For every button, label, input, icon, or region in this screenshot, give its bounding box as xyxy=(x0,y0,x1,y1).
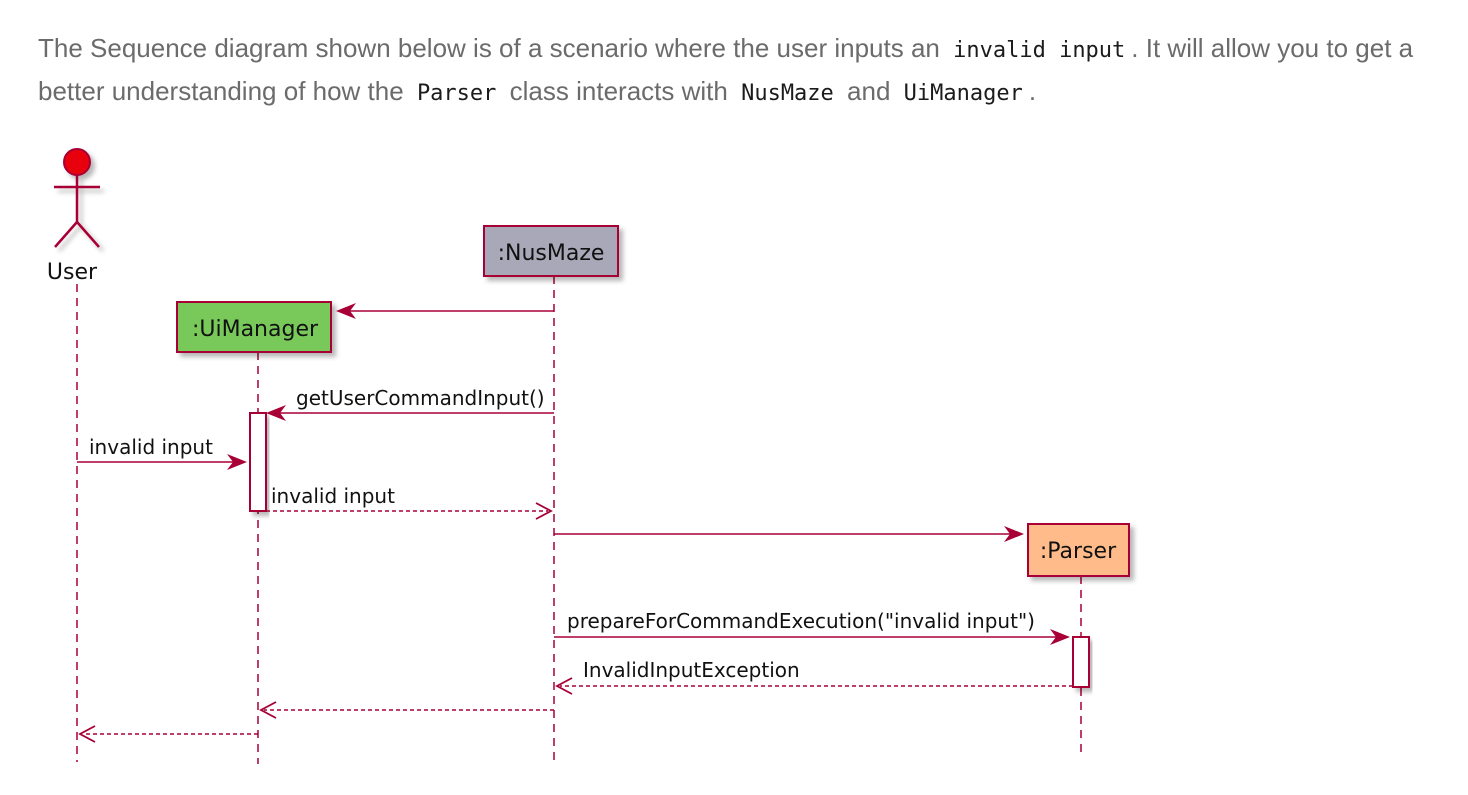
return-to-user-arrow xyxy=(78,725,258,743)
create-parser-arrow xyxy=(554,526,1024,542)
code-parser: Parser xyxy=(416,81,497,106)
prepare-for-command-execution-arrow xyxy=(554,629,1070,645)
code-nusmaze: NusMaze xyxy=(741,81,834,106)
get-user-command-input-label: getUserCommandInput() xyxy=(296,386,545,410)
return-invalid-input-arrow xyxy=(266,502,553,520)
parser-participant-label: :Parser xyxy=(1040,539,1117,564)
intro-text-3: class interacts with xyxy=(509,76,728,106)
intro-text-2: . It will allow you to get a better unde… xyxy=(38,33,1414,106)
nusmaze-participant-label: :NusMaze xyxy=(498,241,605,266)
nusmaze-participant-box xyxy=(483,225,619,277)
uimanager-participant-box xyxy=(176,301,332,353)
code-invalid-input: invalid input xyxy=(953,38,1126,63)
get-user-command-input-arrow xyxy=(266,405,554,421)
return-to-uimanager-arrow xyxy=(259,701,554,719)
code-uimanager: UiManager xyxy=(903,81,1023,106)
create-uimanager-arrow xyxy=(336,303,554,319)
intro-text-1: The Sequence diagram shown below is of a… xyxy=(38,33,940,63)
invalid-input-exception-arrow xyxy=(555,677,1073,695)
user-invalid-input-arrow xyxy=(77,454,247,470)
user-actor-label: User xyxy=(47,260,98,285)
parser-activation-bar xyxy=(1072,636,1090,688)
uimanager-activation-bar xyxy=(249,412,267,512)
user-invalid-input-label: invalid input xyxy=(89,435,213,459)
intro-text-4: and xyxy=(847,76,891,106)
parser-participant-box xyxy=(1027,523,1130,577)
prepare-for-command-execution-label: prepareForCommandExecution("invalid inpu… xyxy=(567,609,1035,633)
return-invalid-input-label: invalid input xyxy=(271,484,395,508)
intro-paragraph: The Sequence diagram shown below is of a… xyxy=(38,28,1438,114)
uimanager-participant-label: :UiManager xyxy=(192,317,319,342)
user-actor-icon xyxy=(54,148,100,248)
invalid-input-exception-label: InvalidInputException xyxy=(583,658,800,682)
intro-text-5: . xyxy=(1028,76,1037,106)
